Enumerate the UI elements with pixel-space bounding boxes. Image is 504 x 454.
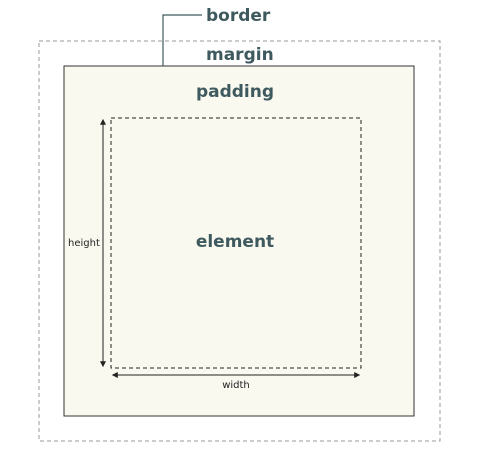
margin-box xyxy=(38,40,441,442)
element-label: element xyxy=(196,232,274,252)
border-box xyxy=(63,65,415,417)
height-label: height xyxy=(68,238,100,249)
border-label: border xyxy=(206,6,271,26)
width-label: width xyxy=(222,380,250,391)
border-callout-line xyxy=(162,14,202,66)
margin-label: margin xyxy=(206,45,274,65)
element-box xyxy=(110,117,362,369)
padding-label: padding xyxy=(196,82,274,102)
